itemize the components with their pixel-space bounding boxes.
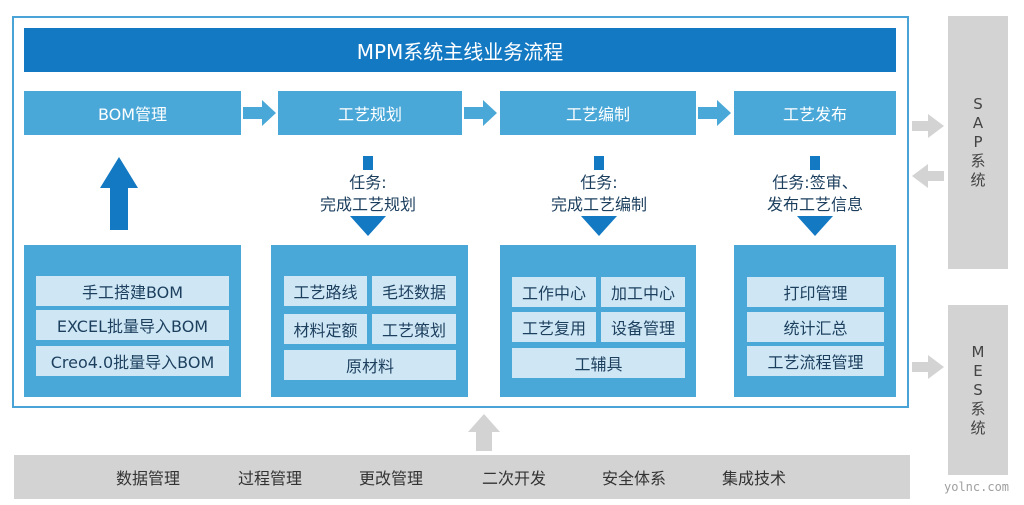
foundation-item: 过程管理 (238, 469, 303, 488)
sap-char: 统 (970, 171, 986, 189)
foundation-item: 数据管理 (116, 469, 181, 488)
arrow-down-stem (594, 156, 604, 170)
mes-letter: S (973, 380, 983, 399)
arrow-right-icon (698, 100, 731, 126)
sap-letter: A (972, 114, 984, 132)
bom-item: 手工搭建BOM (36, 276, 229, 306)
compile-item: 工作中心 (512, 277, 596, 307)
plan-item: 工艺策划 (372, 314, 456, 344)
publish-item: 统计汇总 (747, 312, 884, 342)
arrow-to-mes-icon (912, 355, 944, 379)
arrow-right-icon (243, 100, 276, 126)
arrow-down-icon (581, 216, 617, 236)
mes-letter: M (971, 342, 985, 361)
task-description: 发布工艺信息 (766, 195, 863, 214)
task-description: 完成工艺规划 (319, 195, 416, 214)
sap-system-box: S A P 系 统 (948, 16, 1008, 269)
task-label: 任务: (349, 173, 387, 192)
bom-item: EXCEL批量导入BOM (36, 310, 229, 340)
task-label: 任务: (580, 173, 618, 192)
stage-process-compiling: 工艺编制 (500, 91, 696, 135)
compile-item: 设备管理 (601, 312, 685, 342)
task-label: 任务:签审、 (772, 173, 858, 192)
arrow-down-icon (797, 216, 833, 236)
foundation-item: 安全体系 (602, 469, 667, 488)
task-publish: 任务:签审、 发布工艺信息 (747, 172, 883, 216)
arrow-down-stem (810, 156, 820, 170)
arrow-from-sap-icon (912, 164, 944, 188)
stage-process-planning: 工艺规划 (278, 91, 462, 135)
mes-char: 系 (970, 399, 986, 418)
plan-item: 工艺路线 (284, 276, 367, 306)
watermark: yolnc.com (944, 480, 1010, 494)
stage-bom-management: BOM管理 (24, 91, 241, 135)
publish-item: 打印管理 (747, 277, 884, 307)
publish-item: 工艺流程管理 (747, 346, 884, 376)
task-description: 完成工艺编制 (550, 195, 647, 214)
plan-item: 原材料 (284, 350, 456, 380)
mes-system-box: M E S 系 统 (948, 305, 1008, 475)
mes-char: 统 (970, 418, 986, 437)
mes-letter: E (973, 361, 983, 380)
compile-item: 工艺复用 (512, 312, 596, 342)
compile-item: 加工中心 (601, 277, 685, 307)
bom-item: Creo4.0批量导入BOM (36, 346, 229, 376)
page-title: MPM系统主线业务流程 (24, 28, 896, 72)
task-plan: 任务: 完成工艺规划 (300, 172, 436, 216)
arrow-right-icon (464, 100, 497, 126)
foundation-item: 二次开发 (482, 469, 547, 488)
task-compile: 任务: 完成工艺编制 (531, 172, 667, 216)
sap-char: 系 (970, 152, 986, 170)
arrow-to-sap-icon (912, 114, 944, 138)
arrow-up-gray-icon (468, 414, 500, 451)
stage-process-publishing: 工艺发布 (734, 91, 896, 135)
foundation-bar: 数据管理 过程管理 更改管理 二次开发 安全体系 集成技术 (14, 455, 910, 499)
sap-letter: P (973, 133, 983, 151)
arrow-down-stem (363, 156, 373, 170)
plan-item: 毛坯数据 (372, 276, 456, 306)
plan-item: 材料定额 (284, 314, 367, 344)
arrow-up-icon (100, 157, 138, 230)
foundation-item: 更改管理 (359, 469, 424, 488)
foundation-item: 集成技术 (722, 469, 787, 488)
compile-item: 工辅具 (512, 348, 685, 378)
arrow-down-icon (350, 216, 386, 236)
sap-letter: S (973, 95, 983, 113)
